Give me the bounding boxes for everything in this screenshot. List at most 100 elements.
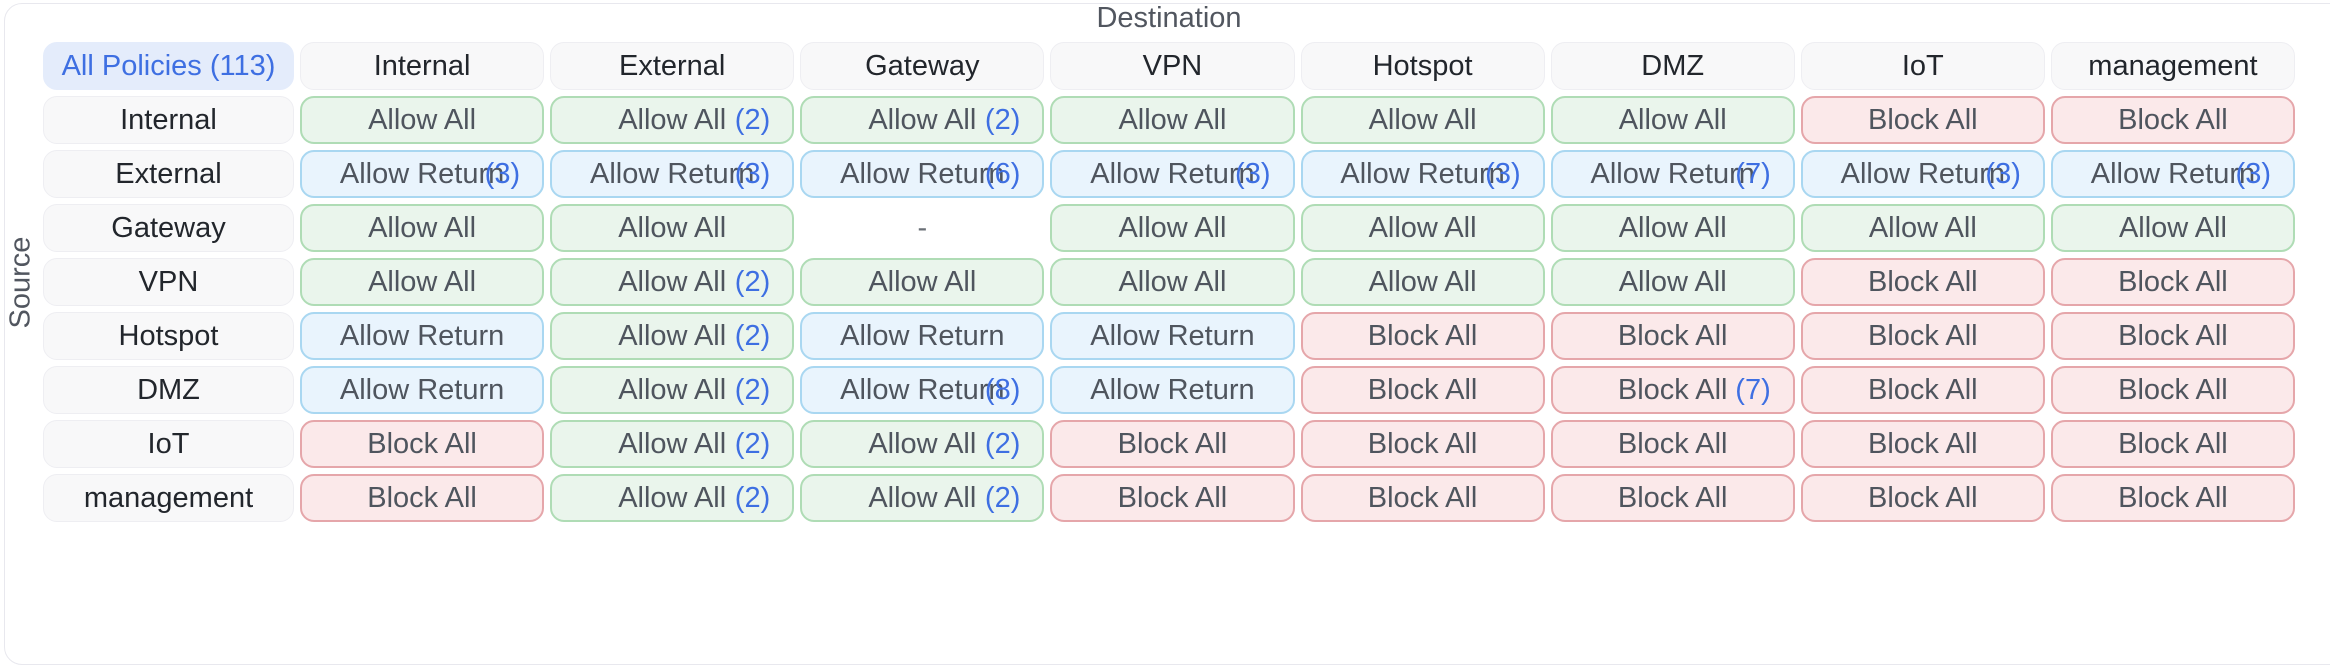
policy-label: Allow Return bbox=[840, 373, 1005, 406]
policy-label: Allow All bbox=[368, 265, 477, 298]
policy-cell[interactable]: Block All bbox=[2050, 474, 2295, 522]
policy-cell[interactable]: Block All bbox=[1300, 366, 1545, 414]
policy-label: Allow All bbox=[1618, 265, 1727, 298]
policy-count: (8) bbox=[984, 373, 1021, 406]
row-label-iot[interactable]: IoT bbox=[43, 420, 294, 468]
policy-cell[interactable]: Allow All bbox=[1050, 204, 1295, 252]
policy-cell[interactable]: Block All bbox=[1800, 366, 2045, 414]
policy-cell[interactable]: Block All bbox=[2050, 96, 2295, 144]
policy-cell[interactable]: Block All bbox=[1800, 96, 2045, 144]
column-header-gateway[interactable]: Gateway bbox=[800, 42, 1045, 90]
policy-count: (2) bbox=[734, 103, 771, 136]
policy-cell[interactable]: Block All bbox=[1800, 312, 2045, 360]
policy-cell[interactable]: Block All bbox=[1300, 474, 1545, 522]
policy-cell[interactable]: Allow All bbox=[1550, 258, 1795, 306]
policy-cell[interactable]: Allow Return bbox=[1050, 366, 1295, 414]
policy-cell[interactable]: Allow All(2) bbox=[550, 312, 795, 360]
policy-cell[interactable]: Allow Return(3) bbox=[2050, 150, 2295, 198]
policy-cell[interactable]: Allow All(2) bbox=[800, 474, 1045, 522]
policy-count: (3) bbox=[1485, 157, 1521, 190]
policy-cell[interactable]: Allow All(2) bbox=[550, 96, 795, 144]
policy-cell[interactable]: Allow All(2) bbox=[550, 258, 795, 306]
policy-cell[interactable]: Allow Return(3) bbox=[1800, 150, 2045, 198]
row-label-vpn[interactable]: VPN bbox=[43, 258, 294, 306]
policy-cell[interactable]: Allow Return(3) bbox=[1050, 150, 1295, 198]
column-header-iot[interactable]: IoT bbox=[1800, 42, 2045, 90]
policy-cell[interactable]: Allow Return bbox=[1050, 312, 1295, 360]
all-policies-button[interactable]: All Policies (113) bbox=[43, 42, 294, 90]
policy-cell[interactable]: Allow Return(6) bbox=[800, 150, 1045, 198]
row-label-internal[interactable]: Internal bbox=[43, 96, 294, 144]
column-header-external[interactable]: External bbox=[550, 42, 795, 90]
policy-cell[interactable]: Block All bbox=[2050, 312, 2295, 360]
policy-cell[interactable]: Allow All bbox=[1800, 204, 2045, 252]
policy-cell[interactable]: Block All bbox=[1550, 420, 1795, 468]
policy-cell[interactable]: Block All bbox=[300, 474, 545, 522]
policy-label: Allow All bbox=[868, 481, 977, 514]
policy-cell[interactable]: Allow All(2) bbox=[550, 474, 795, 522]
policy-cell[interactable]: Allow All bbox=[1550, 96, 1795, 144]
policy-cell[interactable]: Block All bbox=[1800, 258, 2045, 306]
policy-cell[interactable]: Block All bbox=[1050, 474, 1295, 522]
policy-cell[interactable]: Allow All(2) bbox=[800, 420, 1045, 468]
policy-cell[interactable]: Allow All(2) bbox=[800, 96, 1045, 144]
column-header-dmz[interactable]: DMZ bbox=[1550, 42, 1795, 90]
policy-cell[interactable]: Allow Return(8) bbox=[800, 366, 1045, 414]
policy-cell[interactable]: Allow Return(3) bbox=[1300, 150, 1545, 198]
policy-cell[interactable]: Block All bbox=[1800, 474, 2045, 522]
policy-cell[interactable]: Allow Return bbox=[300, 312, 545, 360]
column-header-vpn[interactable]: VPN bbox=[1050, 42, 1295, 90]
policy-cell[interactable]: Allow All bbox=[1050, 258, 1295, 306]
policy-cell[interactable]: Block All bbox=[2050, 258, 2295, 306]
policy-cell[interactable]: Allow All bbox=[1300, 258, 1545, 306]
policy-cell[interactable]: Allow All bbox=[550, 204, 795, 252]
row-label-gateway[interactable]: Gateway bbox=[43, 204, 294, 252]
policy-cell[interactable]: Block All bbox=[1550, 312, 1795, 360]
policy-label: Allow Return bbox=[1090, 319, 1255, 352]
policy-cell[interactable]: Block All bbox=[1550, 474, 1795, 522]
policy-cell[interactable]: Allow All bbox=[1300, 204, 1545, 252]
policy-label: Allow All bbox=[368, 103, 477, 136]
policy-cell[interactable]: Allow Return(3) bbox=[300, 150, 545, 198]
policy-cell[interactable]: Allow All(2) bbox=[550, 420, 795, 468]
row-label-dmz[interactable]: DMZ bbox=[43, 366, 294, 414]
policy-label: Block All bbox=[1367, 373, 1478, 406]
policy-label: Allow All bbox=[618, 265, 727, 298]
column-header-internal[interactable]: Internal bbox=[300, 42, 545, 90]
policy-cell[interactable]: Allow All bbox=[300, 258, 545, 306]
policy-cell[interactable]: Allow Return bbox=[800, 312, 1045, 360]
policy-cell[interactable]: Allow All bbox=[1300, 96, 1545, 144]
policy-cell[interactable]: Block All bbox=[1300, 420, 1545, 468]
policy-label: Block All bbox=[1117, 427, 1228, 460]
policy-label: Allow All bbox=[1118, 211, 1227, 244]
policy-cell[interactable]: Block All bbox=[2050, 420, 2295, 468]
policy-cell[interactable]: Allow All bbox=[1550, 204, 1795, 252]
policy-label: Block All bbox=[2118, 373, 2228, 406]
policy-cell[interactable]: Allow Return(7) bbox=[1550, 150, 1795, 198]
policy-cell[interactable]: Allow All bbox=[2050, 204, 2295, 252]
row-label-management[interactable]: management bbox=[43, 474, 294, 522]
policy-cell[interactable]: Block All bbox=[2050, 366, 2295, 414]
policy-label: Block All bbox=[2118, 481, 2228, 514]
policy-label: Allow Return bbox=[840, 319, 1005, 352]
row-label-external[interactable]: External bbox=[43, 150, 294, 198]
policy-cell[interactable]: Block All bbox=[300, 420, 545, 468]
policy-cell[interactable]: Allow Return(3) bbox=[550, 150, 795, 198]
column-header-hotspot[interactable]: Hotspot bbox=[1300, 42, 1545, 90]
policy-cell[interactable]: Allow All bbox=[1050, 96, 1295, 144]
policy-cell[interactable]: Allow All bbox=[800, 258, 1045, 306]
policy-cell[interactable]: Allow All(2) bbox=[550, 366, 795, 414]
policy-cell[interactable]: Allow Return bbox=[300, 366, 545, 414]
policy-count: (3) bbox=[1235, 157, 1271, 190]
policy-count: (3) bbox=[2235, 157, 2271, 190]
policy-cell[interactable]: Block All bbox=[1800, 420, 2045, 468]
policy-label: Allow Return bbox=[1090, 157, 1255, 190]
policy-cell[interactable]: Block All(7) bbox=[1550, 366, 1795, 414]
policy-cell[interactable]: Allow All bbox=[300, 204, 545, 252]
policy-cell[interactable]: Block All bbox=[1300, 312, 1545, 360]
column-header-management[interactable]: management bbox=[2050, 42, 2295, 90]
policy-count: (2) bbox=[984, 103, 1021, 136]
row-label-hotspot[interactable]: Hotspot bbox=[43, 312, 294, 360]
policy-cell[interactable]: Allow All bbox=[300, 96, 545, 144]
policy-cell[interactable]: Block All bbox=[1050, 420, 1295, 468]
